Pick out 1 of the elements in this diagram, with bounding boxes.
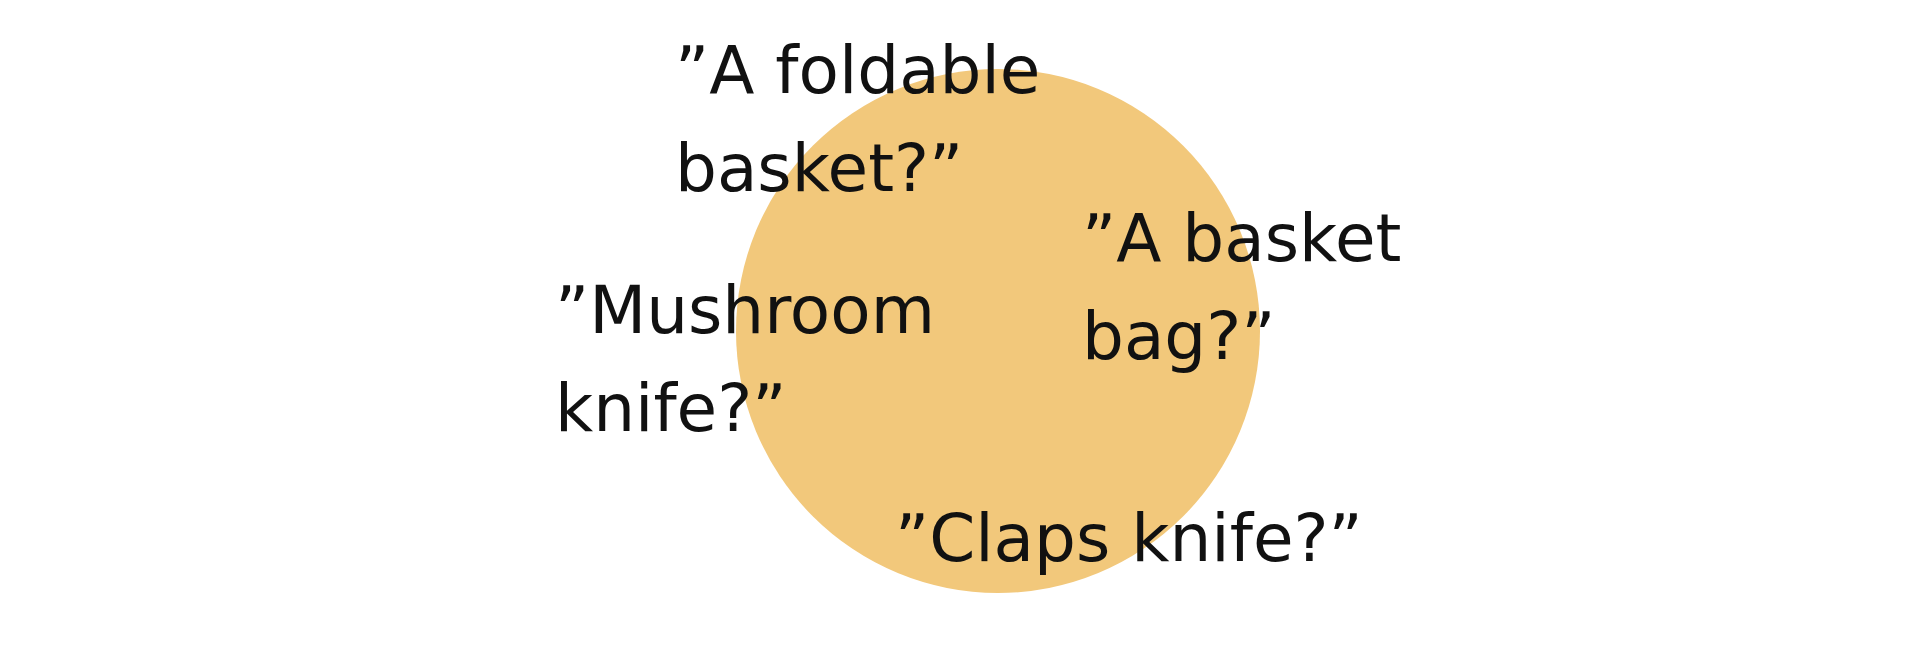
quote-text: ”Claps knife?” <box>895 499 1363 579</box>
